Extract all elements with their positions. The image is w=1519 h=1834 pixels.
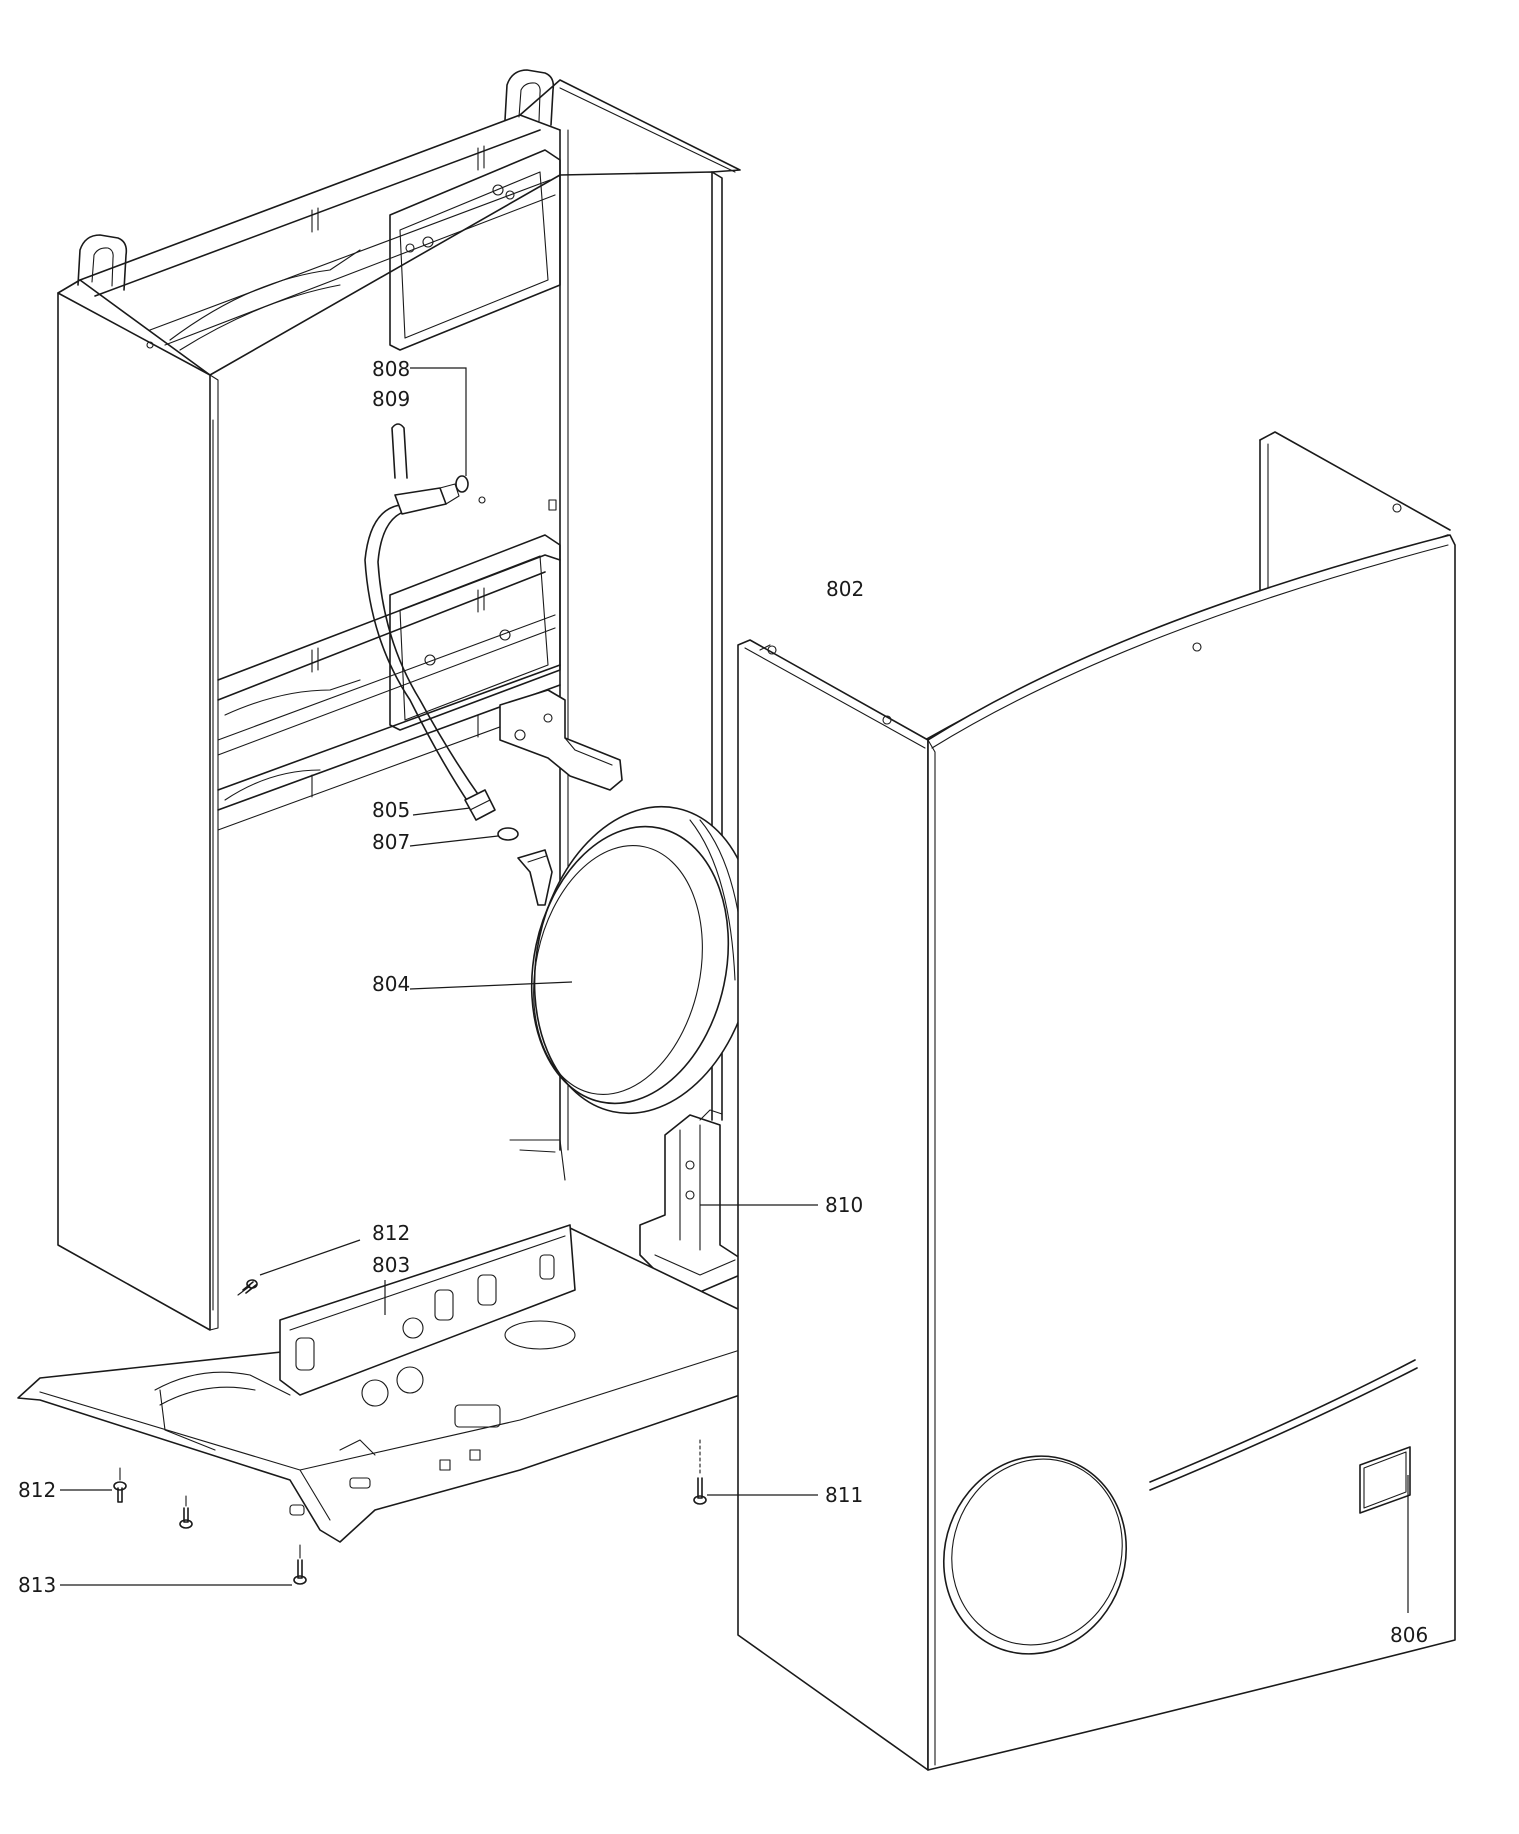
callout-813: 813 <box>18 1573 56 1597</box>
callout-812-upper: 812 <box>372 1221 410 1245</box>
front-casing-802 <box>737 431 1456 1771</box>
callout-809: 809 <box>372 387 410 411</box>
screw-813 <box>293 1544 307 1585</box>
flexible-hose <box>364 483 496 821</box>
base-plate-803 <box>17 1139 741 1543</box>
callout-811: 811 <box>825 1483 863 1507</box>
callout-leaders <box>60 367 1409 1613</box>
o-ring-807 <box>497 827 519 841</box>
support-bracket-810 <box>639 1109 741 1293</box>
screw-812-lower <box>113 1467 127 1503</box>
screw-811 <box>693 1439 707 1505</box>
hose-clip-809 <box>391 423 408 479</box>
callout-803: 803 <box>372 1253 410 1277</box>
screw-loose <box>179 1495 193 1529</box>
o-ring-808 <box>455 475 469 493</box>
callout-812-lower: 812 <box>18 1478 56 1502</box>
vessel-bracket <box>499 689 623 791</box>
screw-812-upper <box>237 1279 258 1296</box>
callout-802: 802 <box>826 577 864 601</box>
callout-805: 805 <box>372 798 410 822</box>
callout-810: 810 <box>825 1193 863 1217</box>
rear-frame <box>57 69 741 1331</box>
callout-807: 807 <box>372 830 410 854</box>
callout-804: 804 <box>372 972 410 996</box>
callout-808: 808 <box>372 357 410 381</box>
callout-806: 806 <box>1390 1623 1428 1647</box>
callout-labels: 808 809 802 805 807 804 810 812 803 812 … <box>18 357 1428 1647</box>
